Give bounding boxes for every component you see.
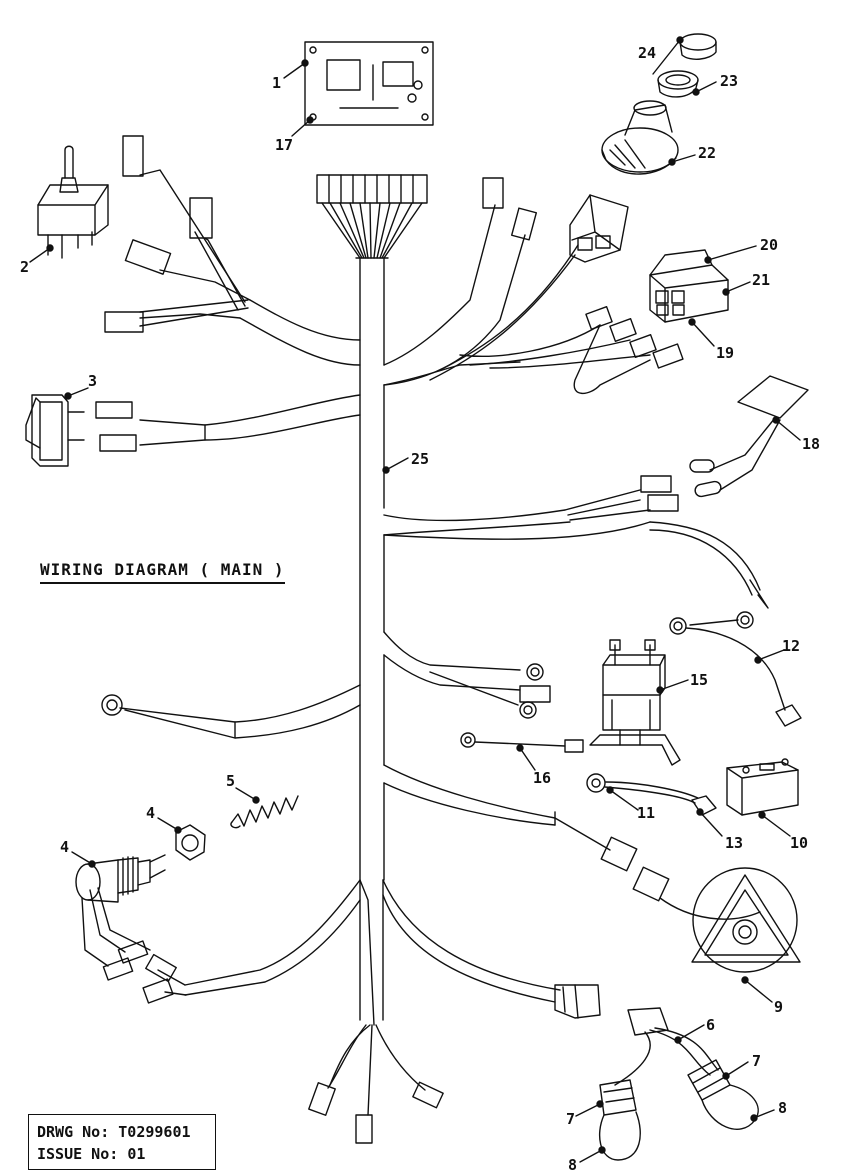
part-19-21-relay-socket — [649, 249, 729, 323]
callout-4a: 4 — [146, 804, 155, 822]
callout-19: 19 — [716, 344, 734, 362]
callout-7b: 7 — [566, 1110, 575, 1128]
branch-horn-9 — [383, 764, 801, 973]
part-8-bulb-right — [701, 1084, 759, 1130]
drawing-number: T0299601 — [118, 1123, 191, 1141]
branch-sensor-18 — [383, 375, 809, 609]
callout-22: 22 — [698, 144, 716, 162]
callout-23: 23 — [720, 72, 738, 90]
branch-switch-3 — [95, 394, 361, 452]
title-block: DRWG No: T0299601 ISSUE No: 01 — [28, 1114, 216, 1170]
part-7-socket-left — [599, 1079, 637, 1116]
part-13-boot — [691, 795, 717, 816]
issue-number: 01 — [127, 1145, 146, 1163]
callout-2: 2 — [20, 258, 29, 276]
part-3-rocker-switch — [25, 394, 85, 467]
part-11-lead — [586, 773, 699, 804]
part-4-nut — [175, 824, 206, 861]
callout-8b: 8 — [568, 1156, 577, 1172]
callout-11: 11 — [637, 804, 655, 822]
callout-16: 16 — [533, 769, 551, 787]
callout-3: 3 — [88, 372, 97, 390]
issue-number-label: ISSUE No: — [37, 1145, 119, 1163]
part-16-lead — [460, 732, 584, 753]
drawing-number-label: DRWG No: — [37, 1123, 110, 1141]
callout-1: 1 — [272, 74, 281, 92]
leader-lines — [29, 36, 801, 1163]
part-6-connector — [614, 1007, 719, 1086]
part-5-spring — [230, 795, 299, 829]
branch-ring-terminals — [383, 631, 551, 719]
callout-10: 10 — [790, 834, 808, 852]
diagram-title: WIRING DIAGRAM ( MAIN ) — [40, 560, 285, 584]
part-22-ignition-switch — [601, 100, 679, 175]
part-24-cap — [679, 33, 717, 60]
part-7-socket-right — [687, 1059, 731, 1101]
callout-17: 17 — [275, 136, 293, 154]
branch-left-ring — [101, 684, 361, 739]
callout-4b: 4 — [60, 838, 69, 856]
callout-15: 15 — [690, 671, 708, 689]
part-15-solenoid — [589, 639, 681, 766]
part-4-key-switch — [75, 854, 166, 903]
callout-21: 21 — [752, 271, 770, 289]
part-12-ground-lead — [669, 611, 802, 727]
callout-18: 18 — [802, 435, 820, 453]
callout-5: 5 — [226, 772, 235, 790]
main-multipin-connector — [316, 174, 428, 259]
callout-7a: 7 — [752, 1052, 761, 1070]
callout-9: 9 — [774, 998, 783, 1016]
bottom-leads — [308, 1024, 444, 1144]
part-10-relay-box — [726, 758, 799, 816]
callout-20: 20 — [760, 236, 778, 254]
upper-left-branch — [104, 135, 361, 366]
branch-key-switch — [81, 879, 361, 1004]
callout-6: 6 — [706, 1016, 715, 1034]
callout-12: 12 — [782, 637, 800, 655]
part-2-toggle-switch — [37, 145, 109, 259]
part-23-bezel — [657, 70, 699, 98]
branch-lower-right — [382, 879, 601, 1019]
callout-13: 13 — [725, 834, 743, 852]
part-8-bulb-left — [598, 1111, 641, 1161]
callout-24: 24 — [638, 44, 656, 62]
main-harness-trunk — [359, 257, 385, 1026]
part-1-circuit-board — [304, 41, 434, 126]
callout-25: 25 — [411, 450, 429, 468]
callout-8a: 8 — [778, 1099, 787, 1117]
upper-right-branch — [383, 177, 684, 395]
